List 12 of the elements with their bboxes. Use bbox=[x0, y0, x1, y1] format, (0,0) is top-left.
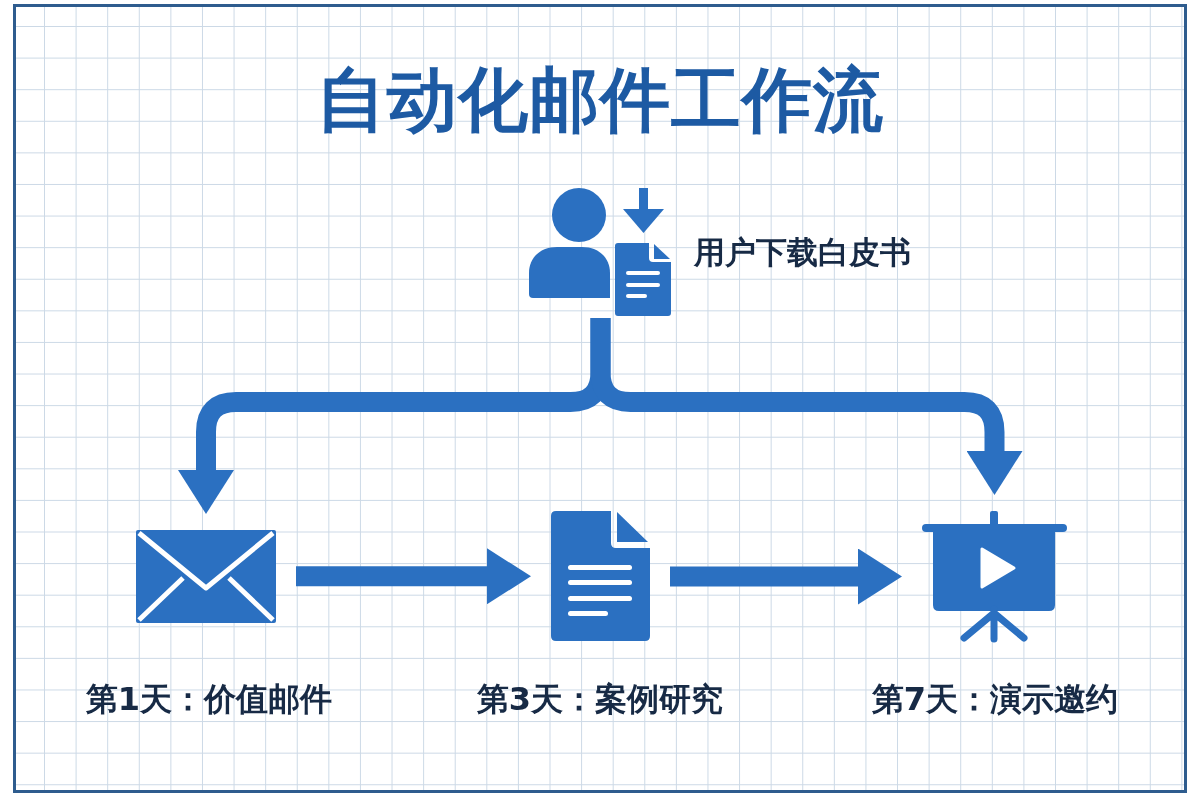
arrow bbox=[670, 548, 902, 605]
step-label: 第1天：价值邮件 bbox=[85, 680, 333, 719]
step-label: 第7天：演示邀约 bbox=[871, 680, 1119, 719]
envelope-icon bbox=[136, 530, 276, 623]
branch-arrow bbox=[590, 318, 1023, 495]
event-label: 用户下载白皮书 bbox=[694, 234, 911, 272]
arrow bbox=[296, 548, 531, 605]
user-document-icon bbox=[529, 187, 672, 316]
presentation-screen-icon bbox=[922, 511, 1067, 643]
step-label: 第3天：案例研究 bbox=[476, 680, 724, 719]
diagram-title: 自动化邮件工作流 bbox=[316, 60, 884, 141]
document-icon bbox=[551, 511, 650, 641]
